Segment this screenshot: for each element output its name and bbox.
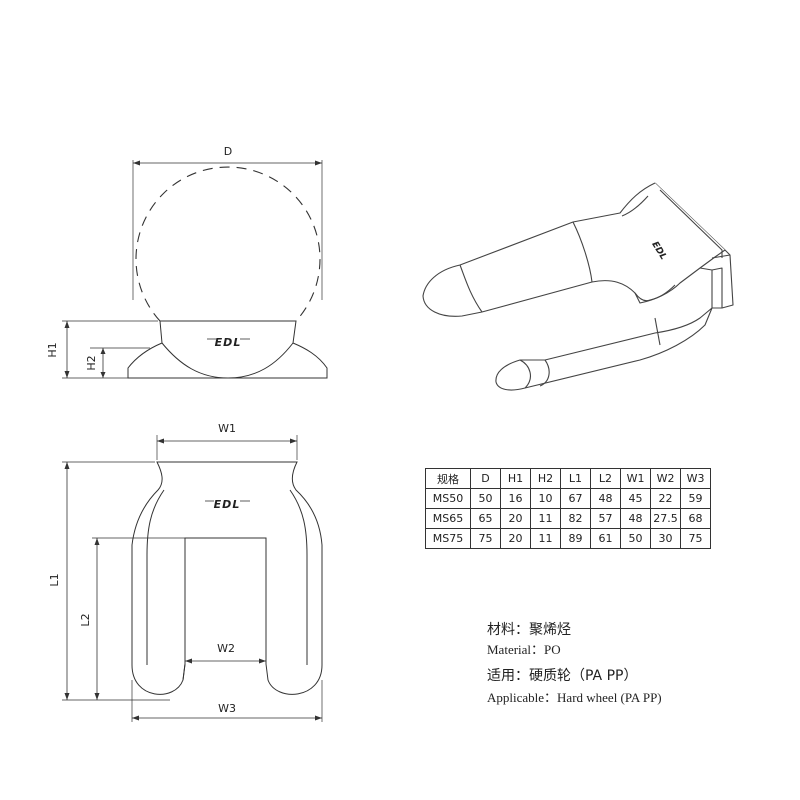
- table-cell: 22: [650, 488, 681, 509]
- table-cell: 20: [500, 528, 531, 549]
- table-cell: 89: [560, 528, 591, 549]
- dim-label-w3: W3: [218, 702, 236, 715]
- material-note-cn: 材料：聚烯烃: [487, 622, 571, 638]
- side-view: [62, 160, 328, 379]
- table-cell: 50: [620, 528, 651, 549]
- top-view: [62, 435, 323, 722]
- wheel-outline-dashed: [135, 166, 321, 322]
- table-row: MS75 75 20 11 89 61 50 30 75: [425, 528, 711, 549]
- table-cell: 11: [530, 528, 561, 549]
- header-w2: W2: [650, 468, 681, 489]
- header-spec: 规格: [425, 468, 471, 489]
- table-cell: 20: [500, 508, 531, 529]
- table-cell: 57: [590, 508, 621, 529]
- table-cell: 65: [470, 508, 501, 529]
- table-cell: 75: [470, 528, 501, 549]
- table-cell: 48: [590, 488, 621, 509]
- header-l2: L2: [590, 468, 621, 489]
- table-cell: 61: [590, 528, 621, 549]
- side-base-inner-arc: [161, 342, 294, 379]
- header-h2: H2: [530, 468, 561, 489]
- logo-side-view: EDL: [215, 336, 242, 349]
- table-cell: MS50: [425, 488, 471, 509]
- table-cell: 59: [680, 488, 711, 509]
- applicable-note-cn: 适用：硬质轮（PA PP）: [487, 668, 638, 684]
- header-l1: L1: [560, 468, 591, 489]
- side-base-body: [127, 320, 328, 379]
- applicable-note-en: Applicable：Hard wheel (PA PP): [487, 690, 662, 705]
- table-row: MS65 65 20 11 82 57 48 27.5 68: [425, 508, 711, 529]
- dim-label-h2: H2: [85, 355, 98, 370]
- table-cell: 30: [650, 528, 681, 549]
- spec-table-header-row: 规格 D H1 H2 L1 L2 W1 W2 W3: [425, 468, 711, 489]
- table-cell: 67: [560, 488, 591, 509]
- top-view-outline: [131, 461, 323, 695]
- table-cell: 27.5: [650, 508, 681, 529]
- isometric-view: [422, 182, 734, 391]
- table-cell: 48: [620, 508, 651, 529]
- table-cell: 68: [680, 508, 711, 529]
- dim-label-h1: H1: [46, 342, 59, 357]
- dim-label-w1: W1: [218, 422, 236, 435]
- table-row: MS50 50 16 10 67 48 45 22 59: [425, 488, 711, 509]
- dim-label-l1: L1: [48, 573, 61, 586]
- table-cell: 10: [530, 488, 561, 509]
- header-w1: W1: [620, 468, 651, 489]
- material-note-en: Material：PO: [487, 642, 561, 657]
- table-cell: 45: [620, 488, 651, 509]
- header-h1: H1: [500, 468, 531, 489]
- header-w3: W3: [680, 468, 711, 489]
- table-cell: MS65: [425, 508, 471, 529]
- table-cell: MS75: [425, 528, 471, 549]
- dim-label-l2: L2: [79, 613, 92, 626]
- header-d: D: [470, 468, 501, 489]
- logo-top-view: EDL: [214, 498, 241, 511]
- dim-label-d: D: [224, 145, 232, 158]
- table-cell: 11: [530, 508, 561, 529]
- table-cell: 50: [470, 488, 501, 509]
- table-cell: 75: [680, 528, 711, 549]
- table-cell: 82: [560, 508, 591, 529]
- dim-label-w2: W2: [217, 642, 235, 655]
- table-cell: 16: [500, 488, 531, 509]
- spec-table: 规格 D H1 H2 L1 L2 W1 W2 W3 MS50 50 16 10 …: [425, 468, 711, 549]
